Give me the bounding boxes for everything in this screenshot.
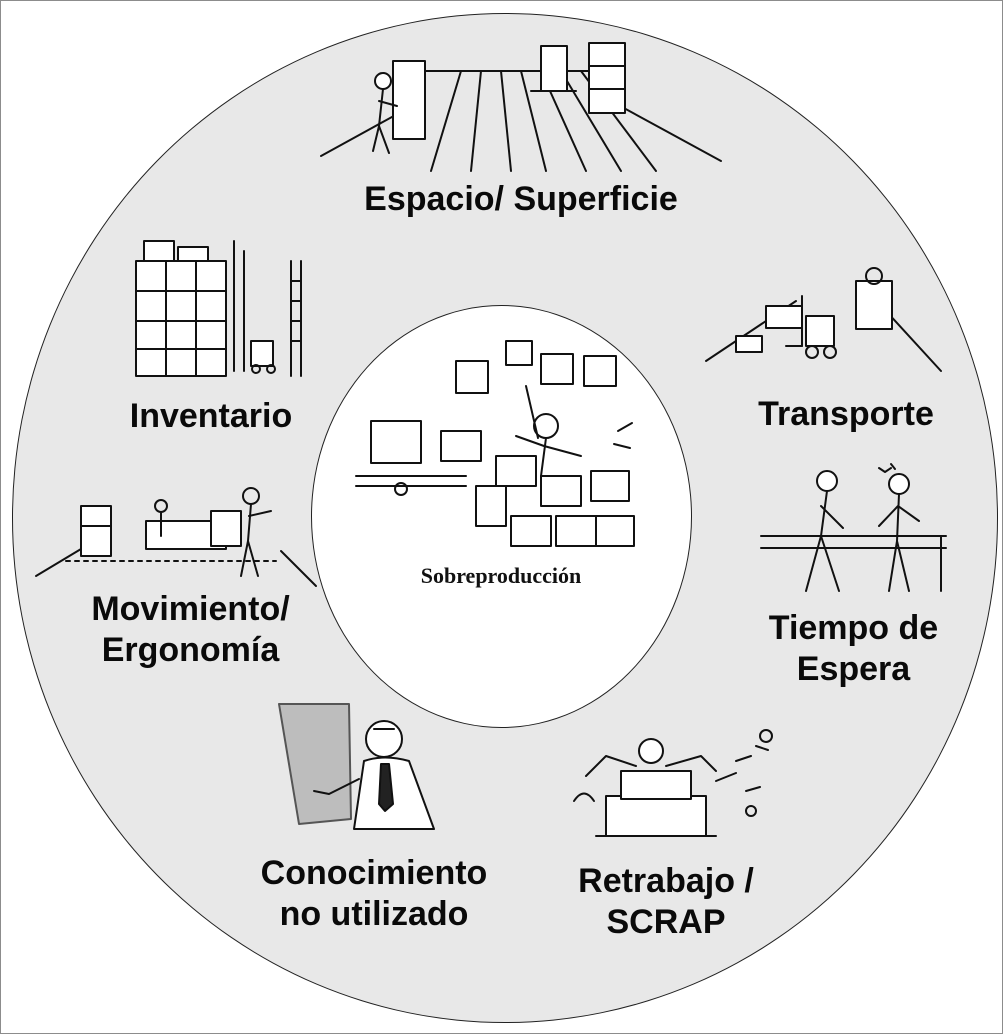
transport-illustration (705, 267, 942, 372)
knowledge-illustration (278, 703, 435, 830)
warehouse-illustration (320, 42, 722, 172)
label-movement: Movimiento/ Ergonomía (91, 590, 290, 669)
label-space: Espacio/ Superficie (364, 180, 678, 218)
waiting-illustration (760, 463, 947, 592)
label-inventory: Inventario (129, 397, 293, 435)
rework-illustration (573, 729, 773, 837)
movement-illustration (35, 487, 317, 587)
label-rework: Retrabajo / SCRAP (578, 862, 754, 941)
inventory-illustration (135, 240, 302, 377)
label-transport: Transporte (758, 395, 934, 433)
center-label: Sobreproducción (420, 563, 582, 588)
overproduction-illustration (355, 340, 635, 547)
label-waiting: Tiempo de Espera (768, 609, 939, 688)
label-knowledge: Conocimiento no utilizado (260, 854, 488, 933)
